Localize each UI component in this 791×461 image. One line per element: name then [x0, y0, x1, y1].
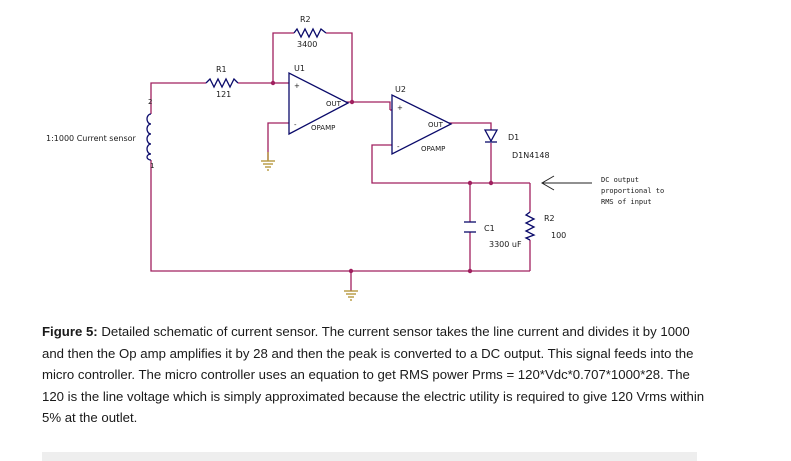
diode-d1: D1 D1N4148: [483, 129, 550, 160]
u1-plus: +: [294, 82, 300, 90]
ground-symbol-main: [344, 290, 358, 301]
opamp-u2: U2 + - OUT OPAMP: [391, 85, 453, 156]
r2-feedback-value: 3400: [297, 40, 317, 49]
u2-part: OPAMP: [421, 145, 445, 153]
u1-minus: -: [294, 121, 297, 129]
sensor-pin1-label: 1: [150, 162, 154, 170]
sensor-pin2-label: 2: [148, 98, 152, 106]
r2-load-ref: R2: [544, 214, 555, 223]
caption-body: Detailed schematic of current sensor. Th…: [42, 324, 705, 425]
d1-ref: D1: [508, 133, 519, 142]
u1-ref: U1: [294, 64, 305, 73]
r1-value: 121: [216, 90, 231, 99]
u2-out: OUT: [428, 121, 444, 129]
resistor-r1: R1 121: [205, 65, 239, 99]
resistor-r2-feedback: R2 3400: [293, 15, 327, 49]
d1-part: D1N4148: [512, 151, 550, 160]
wires: [150, 32, 531, 291]
r1-ref: R1: [216, 65, 227, 74]
figure-caption: Figure 5: Detailed schematic of current …: [42, 321, 712, 429]
bottom-divider-strip: [42, 452, 697, 461]
u2-plus: +: [397, 104, 403, 112]
resistor-r2-load: R2 100: [524, 211, 566, 241]
u2-ref: U2: [395, 85, 406, 94]
current-sensor-coil: 2 1 1:1000 Current sensor: [46, 98, 154, 170]
u1-part: OPAMP: [311, 124, 335, 132]
c1-value: 3300 uF: [489, 240, 522, 249]
r2-feedback-ref: R2: [300, 15, 311, 24]
caption-heading: Figure 5:: [42, 324, 98, 339]
c1-ref: C1: [484, 224, 495, 233]
annotation-line-3: RMS of input: [601, 198, 652, 206]
opamp-u1: U1 + - OUT OPAMP: [288, 64, 350, 136]
ground-symbol-u1: [261, 152, 275, 171]
circuit-schematic: 2 1 1:1000 Current sensor R1 121 R2 3400…: [46, 15, 664, 301]
u1-out: OUT: [326, 100, 342, 108]
junction-dots: [270, 80, 494, 274]
r2-load-value: 100: [551, 231, 566, 240]
annotation-line-2: proportional to: [601, 187, 664, 195]
u2-minus: -: [397, 143, 400, 151]
sensor-label: 1:1000 Current sensor: [46, 134, 137, 143]
annotation-line-1: DC output: [601, 176, 639, 184]
capacitor-c1: C1 3300 uF: [464, 221, 522, 249]
output-annotation: DC output proportional to RMS of input: [541, 175, 664, 206]
